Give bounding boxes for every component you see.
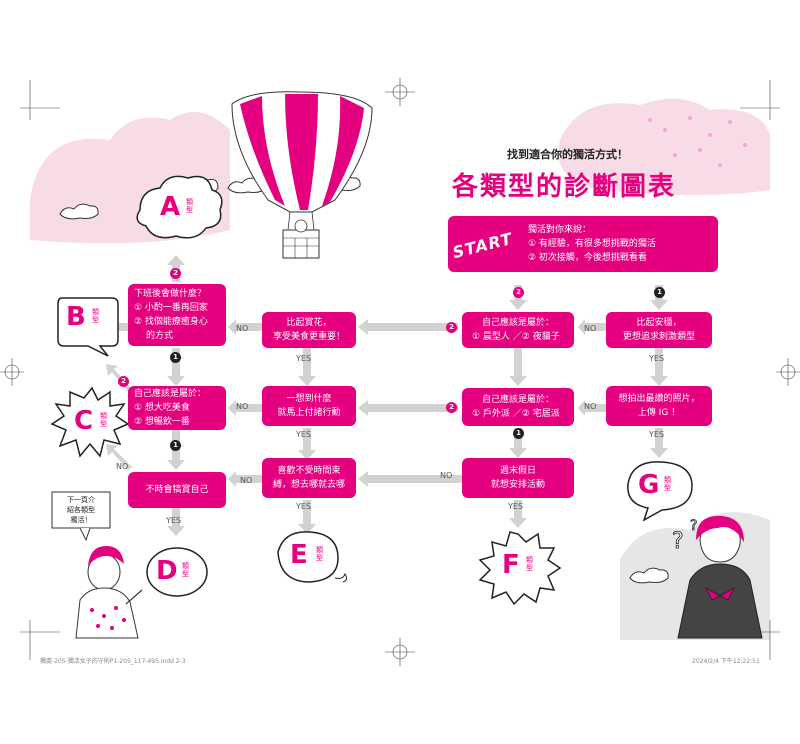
arrow-stable-to-type (578, 319, 612, 335)
question-outdoor-indoor: 自己應該是屬於： ① 戶外派 ／② 宅居派 (462, 388, 574, 426)
marker-2: 2 (446, 402, 457, 413)
type-g-letter: G (638, 470, 660, 500)
no-label: NO (584, 324, 597, 333)
arrow-free-down (298, 500, 316, 534)
yes-label: YES (649, 354, 665, 363)
arrow-photo-down (650, 428, 668, 458)
start-box: 獨活對你來說： ① 有經驗，有很多想挑戰的獨活 ② 初次接觸，今後想挑戰看看 (448, 216, 718, 272)
hot-air-balloon-icon (231, 91, 373, 259)
arrow-start-to-type (358, 319, 458, 335)
type-c-badge (50, 386, 130, 458)
arrow-outdoor-down (509, 428, 527, 458)
question-eat-drink: 自己應該是屬於： ① 想大吃美食 ② 想暢飲一番 (128, 386, 226, 430)
marker-2: 2 (118, 376, 129, 387)
start-option-2: ② 初次接觸，今後想挑戰看看 (528, 253, 647, 263)
marker-2: 2 (513, 287, 524, 298)
no-label: NO (236, 402, 249, 411)
question-pamper: 不時會犒賞自己 (128, 472, 226, 508)
svg-text:?: ? (690, 518, 697, 534)
question-photo-ig: 想拍出最讚的照片， 上傳 IG ！ (606, 386, 712, 426)
marker-1: 1 (170, 440, 181, 451)
woman-right-illustration-icon: ? ? (672, 515, 763, 639)
type-b-letter: B (66, 302, 86, 332)
type-f-badge (478, 531, 562, 606)
page-title: 各類型的診斷圖表 (452, 172, 677, 202)
page-subtitle: 找到適合你的獨活方式！ (507, 148, 628, 161)
cloud-outline-4 (629, 567, 669, 584)
type-d-badge (146, 547, 208, 597)
type-d-letter: D (156, 556, 178, 586)
type-e-badge (277, 531, 348, 583)
pink-cloud-right (558, 98, 770, 195)
no-label: NO (236, 324, 249, 333)
arrow-weekend-to-free (358, 471, 468, 487)
arrow-stable-down (650, 348, 668, 386)
yes-label: YES (296, 502, 312, 511)
marker-1: 1 (170, 352, 181, 363)
arrow-type-down (509, 348, 527, 386)
marker-2: 2 (446, 322, 457, 333)
type-c-letter: C (74, 406, 94, 436)
yes-label: YES (296, 354, 312, 363)
question-free-time: 喜歡不受時間束 縛，想去哪就去哪 (262, 458, 356, 498)
no-label: NO (116, 462, 129, 471)
arrow-think-to-eat (228, 400, 266, 416)
no-label: NO (440, 471, 453, 480)
type-f-word: 類型 (526, 556, 533, 572)
cloud-outline-5 (59, 203, 99, 220)
type-d-word: 類型 (182, 562, 189, 578)
speech-text: 下一頁介 紹各類型 獨活！ (67, 496, 95, 524)
arrow-weekend-down (509, 500, 527, 528)
question-stable-thrill: 比起安穩， 更想追求刺激類型 (606, 312, 712, 348)
type-a-badge (136, 175, 223, 239)
arrow-think-down (298, 428, 316, 460)
type-b-badge (57, 297, 119, 357)
arrow-flower-to-afterwork (228, 319, 266, 335)
yes-label: YES (649, 430, 665, 439)
arrow-pamper-down (167, 500, 185, 536)
start-option-1: ① 有經驗，有很多想挑戰的獨活 (528, 239, 656, 249)
arrow-free-to-pamper (228, 471, 266, 487)
yes-label: YES (508, 502, 524, 511)
type-e-word: 類型 (316, 546, 323, 562)
type-b-word: 類型 (92, 308, 99, 324)
type-g-badge (627, 461, 693, 522)
yes-label: YES (166, 516, 182, 525)
woman-left-illustration-icon (75, 546, 143, 639)
type-g-word: 類型 (664, 476, 671, 492)
arrow-outdoor-to-think (358, 400, 458, 416)
question-flower-food: 比起賞花， 享受美食更重要！ (262, 312, 356, 348)
yes-label: YES (296, 430, 312, 439)
marker-1: 1 (654, 287, 665, 298)
svg-text:?: ? (672, 529, 684, 554)
footer-right: 2024/2/4 下午12:22:51 (692, 658, 760, 665)
speech-box-left (51, 491, 111, 529)
type-a-letter: A (160, 192, 181, 222)
type-e-letter: E (290, 540, 308, 570)
start-question: 獨活對你來說： (528, 225, 592, 235)
question-after-work: 下班後會做什麼？ ① 小酌一番再回家 ② 找個能療癒身心 的方式 (128, 284, 226, 346)
pink-dots (648, 116, 747, 167)
arrow-photo-to-outdoor (578, 400, 612, 416)
arrow-pamper-to-c (106, 444, 132, 470)
arrow-flower-down (298, 348, 316, 386)
footer-left: 獨處-205-獨活女子的守則P1-205_117-495.indd 2-3 (40, 658, 186, 665)
question-think-act: 一想到什麼 就馬上付諸行動 (262, 386, 356, 426)
no-label: NO (584, 402, 597, 411)
question-weekend: 週末假日 就想安排活動 (462, 458, 574, 498)
no-label: NO (240, 476, 253, 485)
marker-1: 1 (513, 428, 524, 439)
marker-2: 2 (170, 268, 181, 279)
arrow-afterwork-down (167, 348, 185, 386)
type-c-word: 類型 (100, 412, 107, 428)
question-morning-night: 自己應該是屬於： ① 晨型人 ／② 夜貓子 (462, 312, 574, 348)
type-a-word: 類型 (186, 198, 193, 214)
type-f-letter: F (502, 550, 520, 580)
